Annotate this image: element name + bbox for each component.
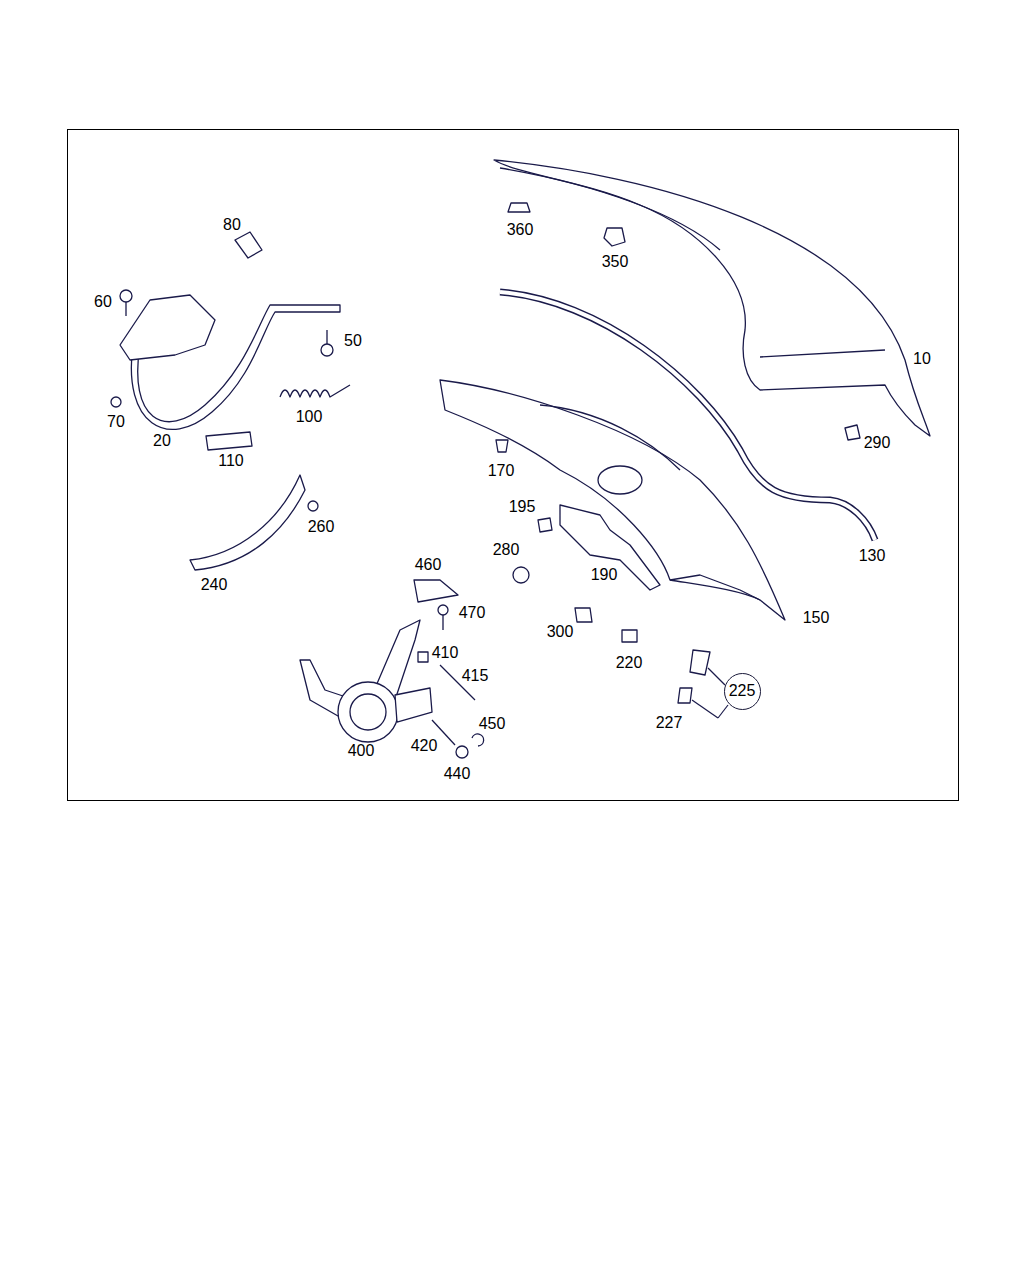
callout-number: 470 <box>458 604 487 622</box>
frame <box>68 130 959 801</box>
callout-number: 225 <box>729 683 756 699</box>
callout-number: 440 <box>443 765 472 783</box>
callout-circle: 225 <box>724 673 761 710</box>
callout-number: 60 <box>93 293 113 311</box>
callout-number: 190 <box>590 566 619 584</box>
callout-number: 290 <box>863 434 892 452</box>
callout-number: 20 <box>152 432 172 450</box>
callout-number: 280 <box>492 541 521 559</box>
callout-number: 100 <box>295 408 324 426</box>
callout-number: 50 <box>343 332 363 350</box>
callout-number: 460 <box>414 556 443 574</box>
callout-number: 130 <box>858 547 887 565</box>
callout-number: 70 <box>106 413 126 431</box>
callout-number: 260 <box>307 518 336 536</box>
callout-number: 195 <box>508 498 537 516</box>
callout-number: 400 <box>347 742 376 760</box>
callout-number: 80 <box>222 216 242 234</box>
callout-number: 227 <box>655 714 684 732</box>
callout-number: 170 <box>487 462 516 480</box>
callout-number: 150 <box>802 609 831 627</box>
callout-number: 415 <box>461 667 490 685</box>
callout-number: 10 <box>912 350 932 368</box>
callout-number: 220 <box>615 654 644 672</box>
callout-number: 360 <box>506 221 535 239</box>
callout-number: 420 <box>410 737 439 755</box>
callout-number: 410 <box>431 644 460 662</box>
callout-number: 240 <box>200 576 229 594</box>
callout-number: 350 <box>601 253 630 271</box>
callout-number: 110 <box>217 452 245 470</box>
callout-number: 450 <box>478 715 507 733</box>
callout-number: 300 <box>546 623 575 641</box>
